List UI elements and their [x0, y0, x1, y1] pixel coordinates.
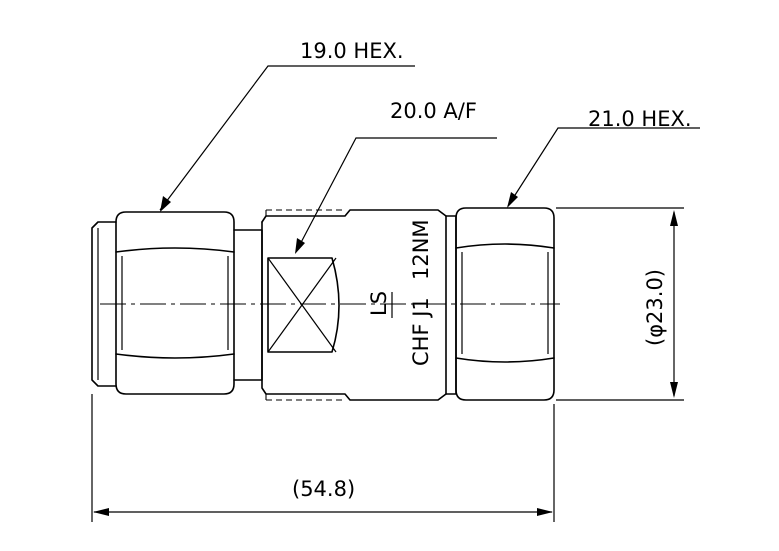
length-label: (54.8)	[292, 477, 355, 501]
marking-line-2: LS	[367, 291, 391, 316]
diameter-dimension	[556, 207, 684, 401]
marking-line-3: CHF J1	[409, 297, 433, 366]
diameter-label: (φ23.0)	[643, 269, 667, 346]
hex-19-label: 19.0 HEX.	[300, 39, 404, 63]
leader-af-20	[295, 137, 497, 254]
hex-nut-21	[455, 207, 555, 401]
marking-line-1: 12NM	[409, 219, 433, 280]
connector-collar	[445, 215, 457, 395]
wrench-flat	[267, 257, 340, 353]
leader-hex-21	[507, 127, 700, 208]
length-dimension	[91, 394, 555, 522]
af-20-label: 20.0 A/F	[390, 99, 477, 123]
connector-shoulder	[233, 229, 263, 381]
leader-hex-19	[159, 65, 415, 212]
connector-body	[261, 209, 447, 401]
connector-left-end	[91, 221, 117, 387]
hex-21-label: 21.0 HEX.	[588, 107, 692, 131]
hex-nut-19	[115, 211, 235, 395]
